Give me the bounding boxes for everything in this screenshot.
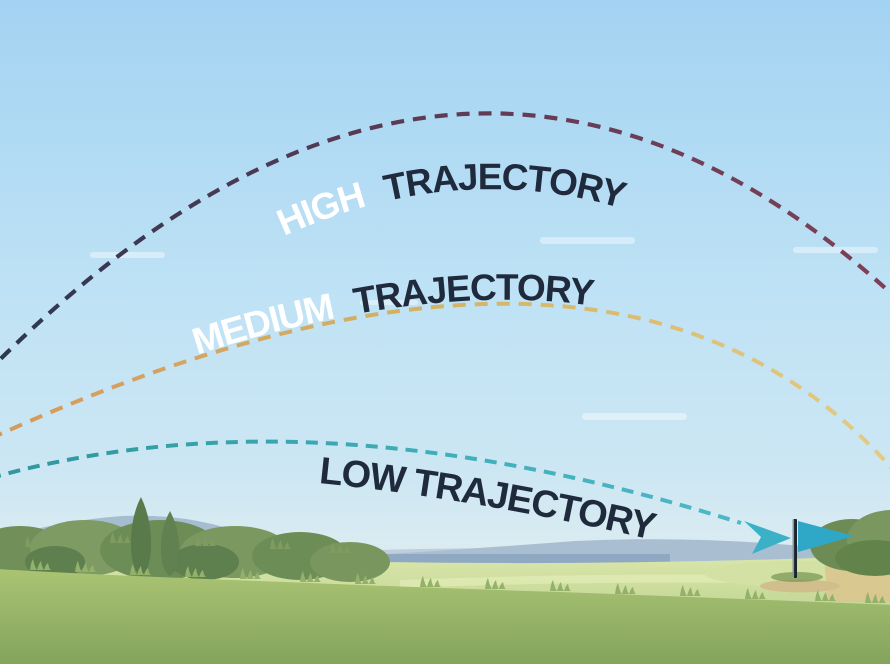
arrowhead-icon [744,521,791,554]
bushes-right [810,510,890,576]
cypress-tree-1 [130,497,152,576]
foreground-grass [0,569,890,664]
low-trajectory-arc [0,439,742,525]
flag-pole-highlight [792,519,795,578]
bushes-left [0,497,390,582]
flag-banner [798,521,854,552]
cloud-streaks [90,237,878,420]
flag-icon [771,519,854,582]
high-trajectory-arc [0,111,890,363]
medium-trajectory-arc [0,301,890,470]
bunker [760,579,840,593]
cypress-tree-2 [160,511,180,576]
